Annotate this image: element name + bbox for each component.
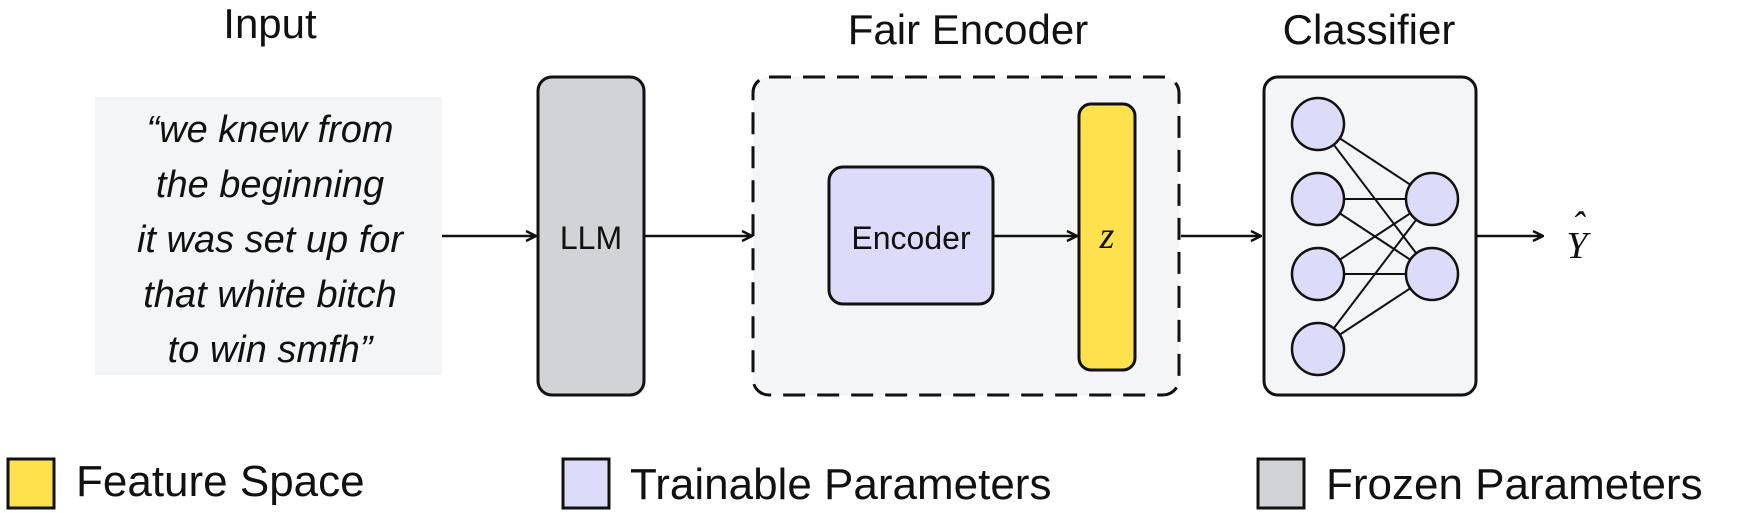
input-line-5: to win smfh” [168,329,375,371]
input-line-1: “we knew from [146,109,393,151]
legend-swatch-feature-space [6,457,56,510]
encoder-label: Encoder [851,220,971,256]
classifier-title: Classifier [1283,6,1456,53]
llm-label: LLM [560,220,622,256]
output-y-label: Y [1566,225,1591,267]
legend-label-feature-space: Feature Space [76,457,365,506]
classifier-output-node-2 [1404,246,1460,302]
classifier-output-node-1 [1404,171,1460,227]
input-line-4: that white bitch [143,274,396,316]
legend-swatch-trainable [561,457,611,510]
input-line-3: it was set up for [137,219,404,261]
legend-label-trainable: Trainable Parameters [630,460,1051,509]
classifier-input-node-2 [1290,171,1346,227]
classifier-input-node-1 [1290,96,1346,152]
output-y-hat-accent: ˆ [1572,205,1587,247]
fair-encoder-title: Fair Encoder [848,6,1088,53]
classifier-input-node-3 [1290,246,1346,302]
input-title: Input [223,0,317,47]
z-feature-block [1077,102,1137,372]
classifier-input-node-4 [1290,321,1346,377]
input-text-box [95,97,442,375]
legend-label-frozen: Frozen Parameters [1326,460,1703,509]
legend-swatch-frozen [1256,457,1306,510]
z-label: z [1099,215,1115,257]
input-line-2: the beginning [156,164,384,206]
